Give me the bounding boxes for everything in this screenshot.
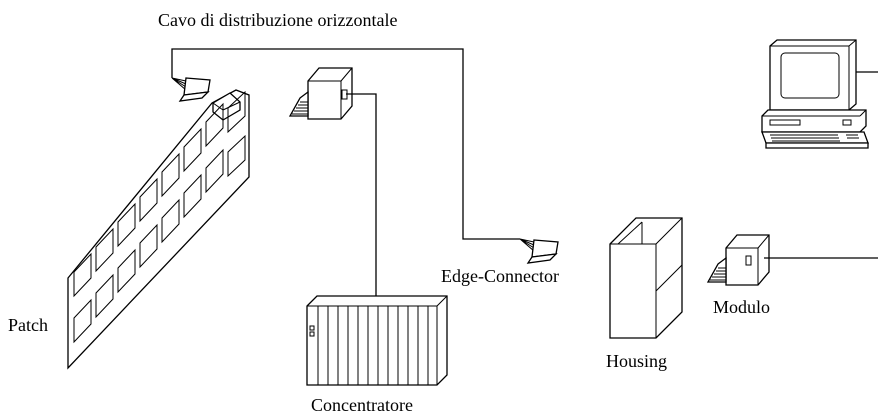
computer-icon [761, 39, 878, 149]
edge-connector-label: Edge-Connector [441, 266, 559, 286]
concentrator-outlet-module [288, 67, 377, 306]
edge-connector [519, 238, 559, 264]
patch-label: Patch [8, 315, 48, 335]
patch-panel-jacks [73, 90, 246, 344]
concentrator-label: Concentratore [311, 395, 413, 415]
housing [609, 217, 683, 339]
housing-label: Housing [606, 351, 667, 371]
module [706, 234, 878, 286]
patch-cable-connector [171, 77, 211, 102]
module-label: Modulo [713, 297, 770, 317]
patch-panel [67, 89, 250, 370]
horizontal-cable-label: Cavo di distribuzione orizzontale [158, 10, 397, 30]
horizontal-cable [171, 48, 520, 240]
concentrator-hub [306, 295, 448, 386]
